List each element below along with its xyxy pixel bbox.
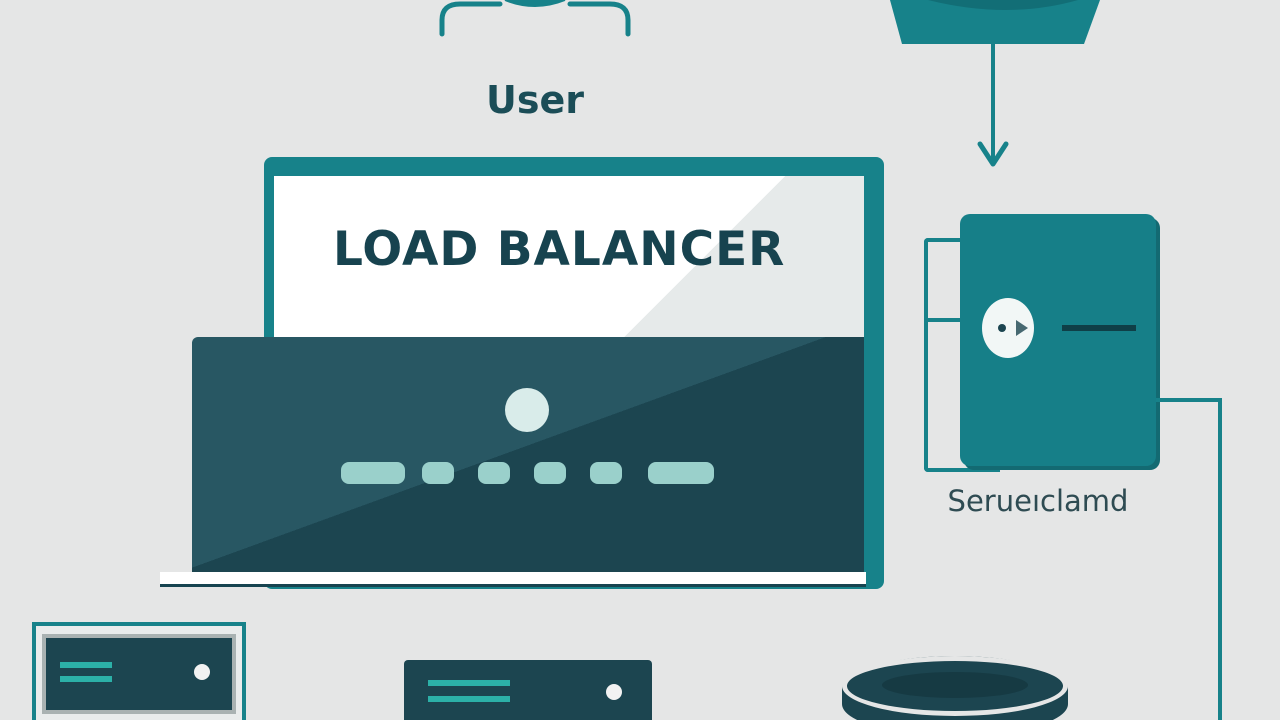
status-indicator [422, 462, 454, 484]
status-indicator [590, 462, 622, 484]
arrow-down-icon [977, 141, 1009, 167]
arrow-shaft [991, 42, 995, 160]
drive-bar [428, 680, 510, 686]
connector-line [1156, 398, 1222, 402]
load-balancer-rail [160, 572, 866, 587]
drive-bar [428, 696, 510, 702]
server-back-connector [928, 318, 974, 322]
status-indicator [478, 462, 510, 484]
load-balancer-title: LOAD BALANCER [333, 222, 786, 277]
service-label: Serueıclamd [947, 484, 1129, 518]
status-indicator [648, 462, 714, 484]
user-label: User [486, 78, 584, 122]
led-icon [194, 664, 210, 680]
power-indicator-icon [505, 388, 549, 432]
connector-line [1218, 398, 1222, 720]
led-icon [606, 684, 622, 700]
cloud-icon [890, 0, 1100, 44]
drive-bar [60, 676, 112, 682]
status-indicator [534, 462, 566, 484]
status-indicator [341, 462, 405, 484]
disc-detail-icon [998, 320, 1028, 336]
database-top-inner [882, 672, 1028, 698]
screen-shade [274, 176, 864, 338]
load-balancer-body [192, 337, 864, 573]
drive-bar [60, 662, 112, 668]
server-slot [1062, 325, 1136, 331]
user-icon [439, 0, 631, 37]
